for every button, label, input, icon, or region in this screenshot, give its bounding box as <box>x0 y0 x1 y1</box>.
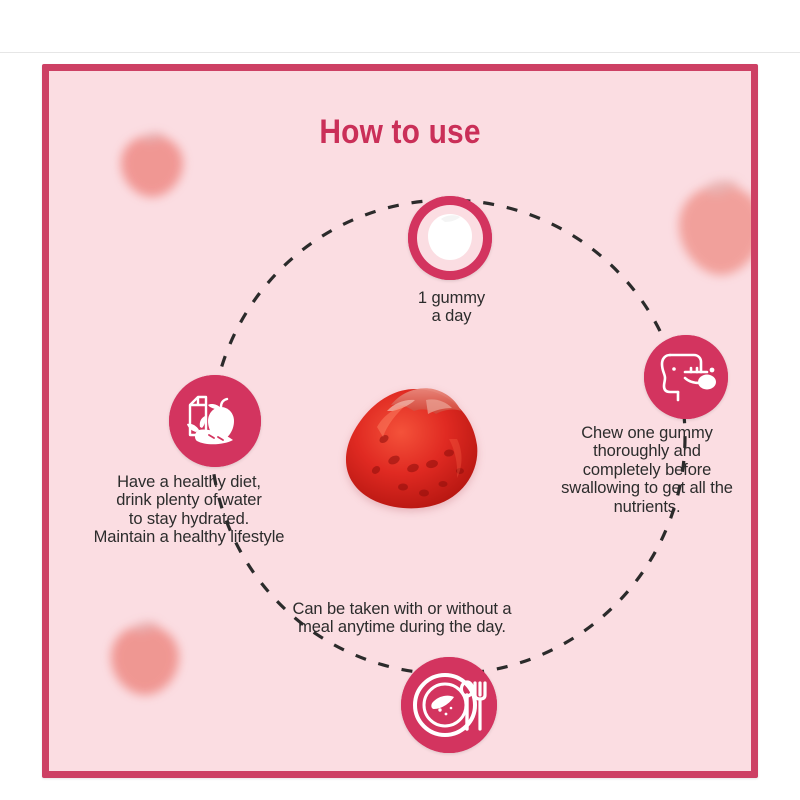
healthy-food-icon <box>169 375 261 467</box>
plate-cutlery-icon <box>401 657 497 753</box>
how-to-use-poster: How to use 1 gummy a day <box>42 64 758 778</box>
step-caption-one-gummy-a-day: 1 gummy a day <box>417 289 486 326</box>
step-caption-chew-thoroughly: Chew one gummy thoroughly and completely… <box>561 424 733 516</box>
strawberry-gummy-image <box>331 367 499 537</box>
step-icon-chew-thoroughly[interactable] <box>644 335 728 419</box>
blurred-strawberry-bottom-left-icon <box>95 613 195 705</box>
gummy-icon <box>408 196 492 280</box>
step-caption-healthy-diet: Have a healthy diet, drink plenty of wat… <box>93 473 285 547</box>
page-divider-top <box>0 52 800 53</box>
poster-inner-panel: How to use 1 gummy a day <box>49 71 751 771</box>
step-icon-healthy-diet[interactable] <box>169 375 261 467</box>
step-caption-meal-anytime: Can be taken with or without a meal anyt… <box>292 600 512 637</box>
page-title: How to use <box>319 113 481 151</box>
step-icon-meal-anytime[interactable] <box>401 657 497 753</box>
step-icon-one-gummy-a-day[interactable] <box>408 196 492 280</box>
blurred-strawberry-top-right-icon <box>661 171 751 286</box>
chewing-head-icon <box>644 335 728 419</box>
